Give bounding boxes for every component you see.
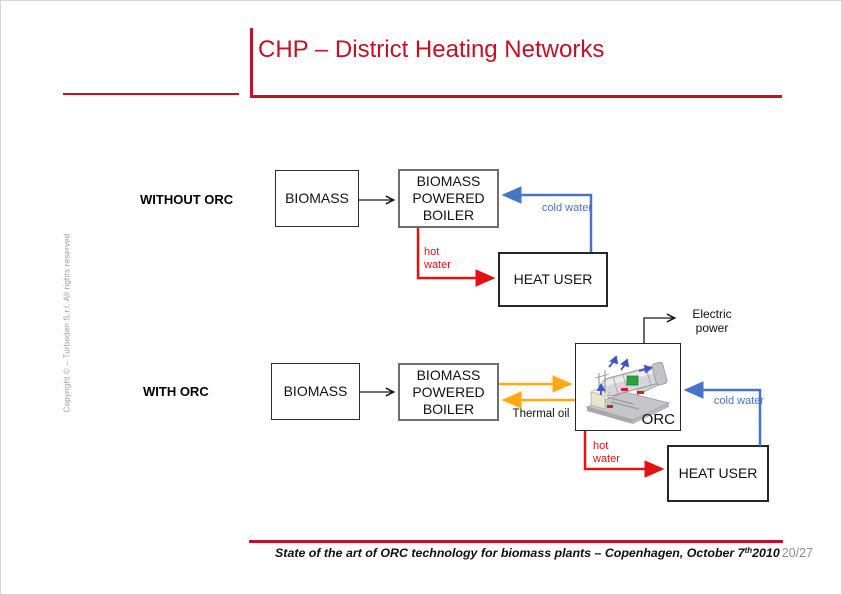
footer: State of the art of ORC technology for b… (275, 546, 813, 560)
heat-user-box-with-orc: HEAT USER (667, 445, 769, 502)
section-label-with-orc: WITH ORC (143, 384, 209, 399)
cold-water-label-without-orc: cold water (541, 202, 593, 214)
header-left-rule (63, 93, 239, 95)
boiler-box-with-orc: BIOMASS POWERED BOILER (398, 363, 499, 421)
cold-water-label-with-orc: cold water (713, 395, 765, 407)
page-title: CHP – District Heating Networks (258, 36, 605, 63)
electric-power-label: Electric power (692, 307, 732, 335)
biomass-box-without-orc: BIOMASS (275, 170, 359, 227)
hot-water-label-with-orc: hot water (593, 440, 620, 465)
thermal-oil-label: Thermal oil (512, 408, 570, 420)
orc-machine-illustration (585, 355, 671, 424)
hot-water-label-without-orc: hot water (424, 246, 451, 271)
header-main-rule (250, 95, 782, 98)
copyright-text: Copyright © – Turboden S.r.l. All rights… (62, 233, 72, 413)
boiler-box-without-orc: BIOMASS POWERED BOILER (398, 169, 499, 228)
page-number: 20/27 (781, 546, 813, 560)
footer-text: State of the art of ORC technology for b… (275, 546, 745, 560)
arrow-electric-power (643, 313, 677, 343)
biomass-box-with-orc: BIOMASS (271, 363, 360, 420)
footer-year: 2010 (752, 546, 780, 560)
heat-user-box-without-orc: HEAT USER (498, 252, 608, 307)
section-label-without-orc: WITHOUT ORC (140, 192, 234, 207)
orc-box-label: ORC (641, 411, 675, 428)
footer-superscript: th (744, 546, 753, 555)
footer-rule (249, 540, 783, 543)
orc-unit-box: ORC (575, 343, 681, 431)
title-accent-bar (250, 28, 253, 97)
